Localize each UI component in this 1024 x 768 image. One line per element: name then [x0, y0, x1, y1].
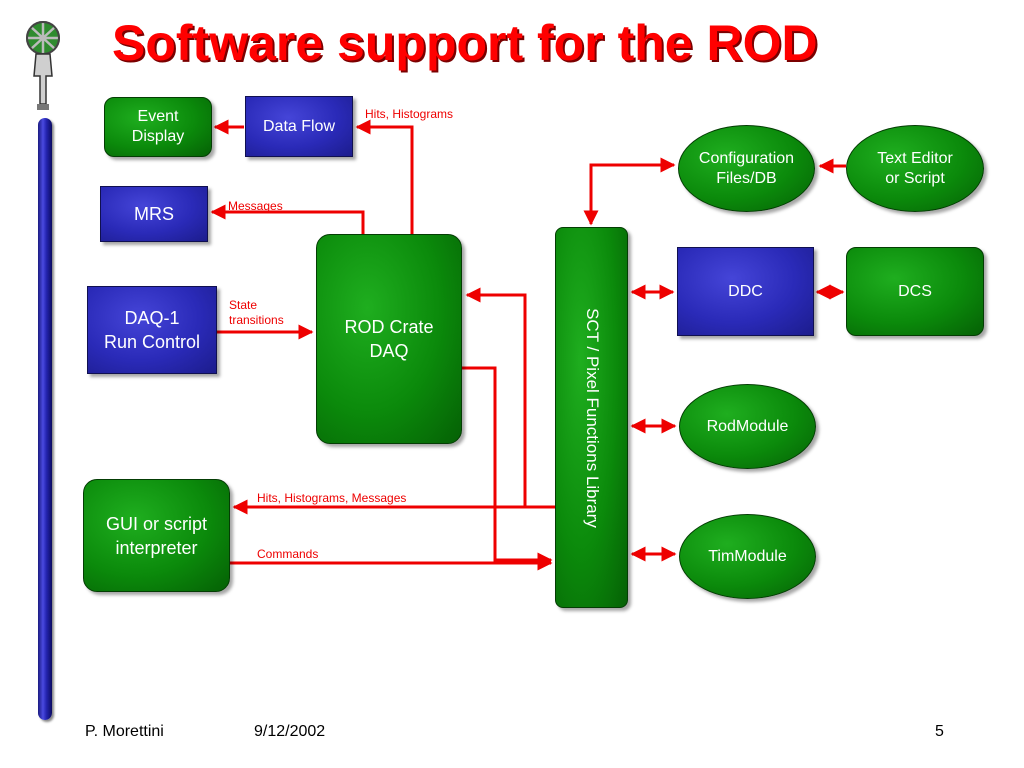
ddc-box[interactable]: DDC — [677, 247, 814, 336]
daq1-run-control-box[interactable]: DAQ-1 Run Control — [87, 286, 217, 374]
label-messages: Messages — [228, 199, 283, 213]
event-display-box[interactable]: Event Display — [104, 97, 212, 157]
arrow-sct-config — [583, 157, 676, 226]
label-state-transitions: State transitions — [229, 298, 284, 327]
mrs-box[interactable]: MRS — [100, 186, 208, 242]
footer-page-number: 5 — [935, 723, 944, 740]
data-flow-box[interactable]: Data Flow — [245, 96, 353, 157]
footer-date: 9/12/2002 — [254, 723, 326, 740]
arrow-sct-to-rodcrate — [465, 287, 555, 509]
label-commands: Commands — [257, 547, 319, 561]
arrow-rodcrate-to-mrs — [210, 204, 365, 234]
atlas-logo-icon — [26, 21, 60, 110]
footer-author: P. Morettini — [85, 723, 164, 740]
gui-script-interpreter-box[interactable]: GUI or script interpreter — [83, 479, 230, 592]
configuration-files-ellipse[interactable]: Configuration Files/DB — [678, 125, 815, 212]
label-hits-histograms-messages: Hits, Histograms, Messages — [257, 491, 407, 505]
rodmodule-ellipse[interactable]: RodModule — [679, 384, 816, 469]
slide-title: Software support for the ROD — [112, 15, 818, 71]
text-editor-ellipse[interactable]: Text Editor or Script — [846, 125, 984, 212]
decorative-pillar — [38, 118, 52, 720]
dcs-box[interactable]: DCS — [846, 247, 984, 336]
arrow-rodcrate-to-dataflow — [355, 119, 414, 234]
timmodule-ellipse[interactable]: TimModule — [679, 514, 816, 599]
rod-crate-daq-box[interactable]: ROD Crate DAQ — [316, 234, 462, 444]
arrow-rodcrate-to-sct — [462, 366, 553, 568]
label-hits-histograms: Hits, Histograms — [365, 107, 454, 121]
sct-pixel-functions-library-box[interactable] — [555, 227, 628, 608]
sct-pixel-functions-library-label: SCT / Pixel Functions Library — [583, 308, 602, 528]
